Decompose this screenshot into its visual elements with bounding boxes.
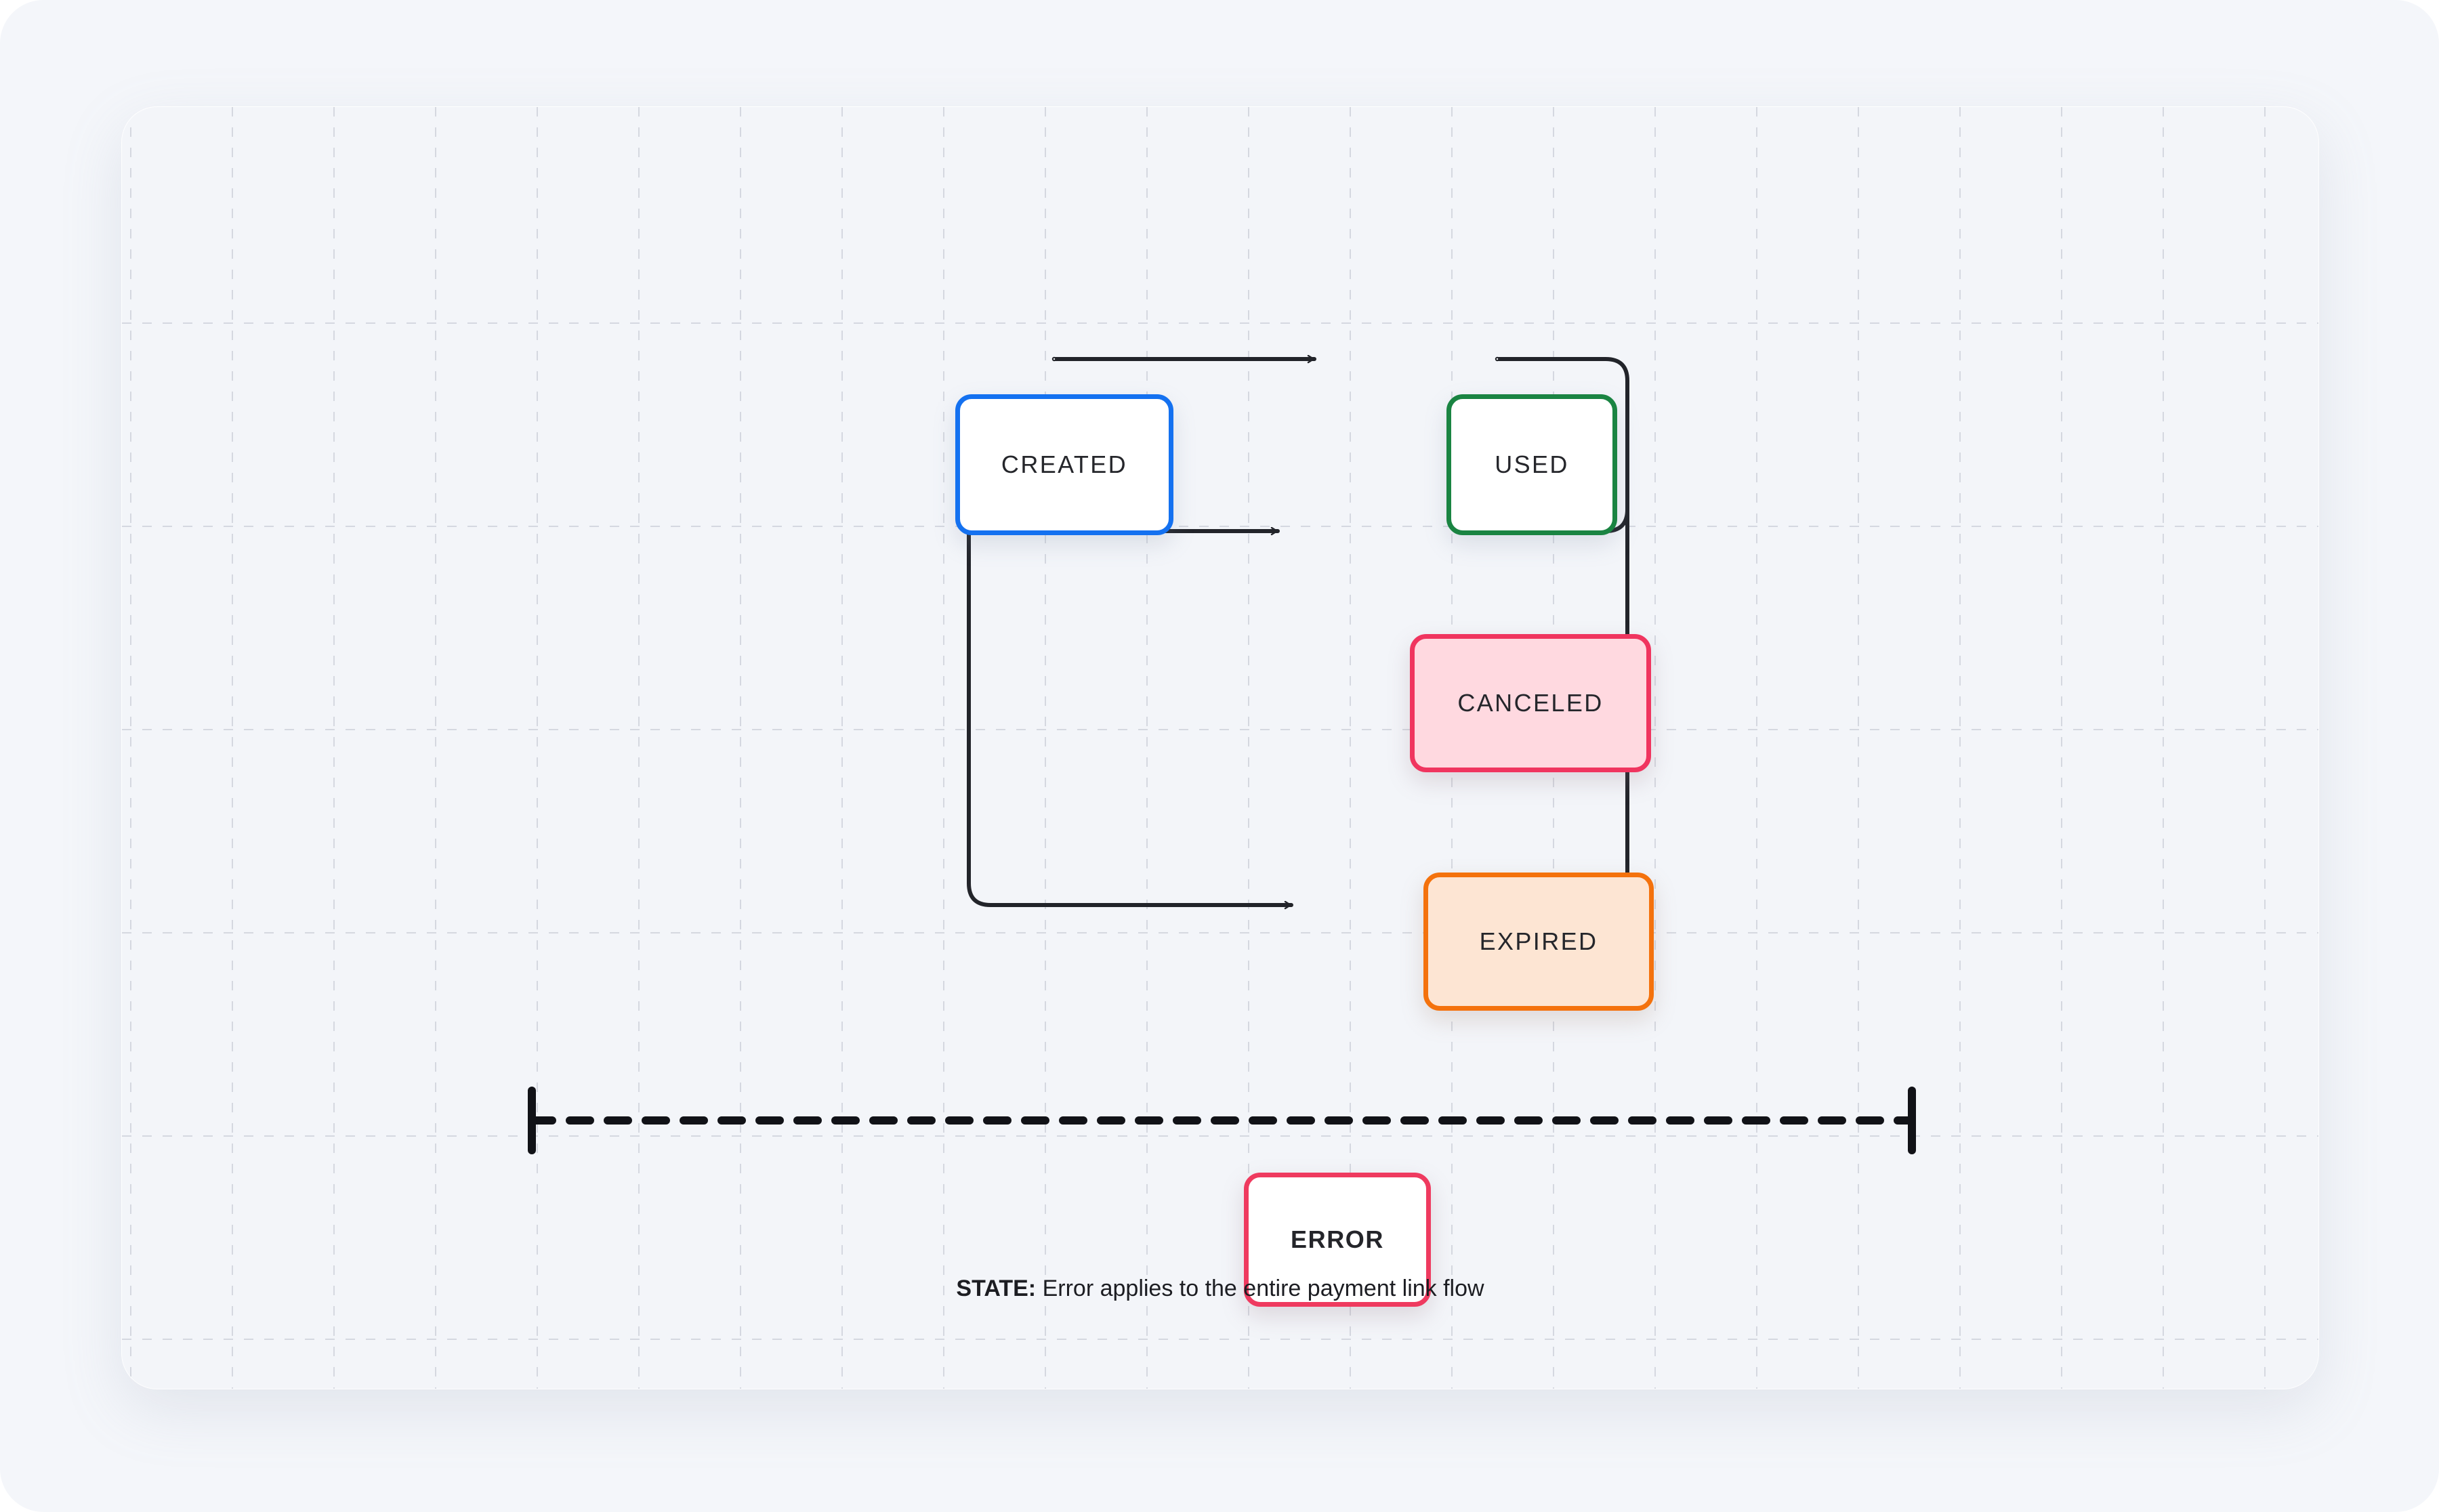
error-span-line: [528, 1087, 1916, 1154]
node-error[interactable]: ERROR: [1244, 1173, 1431, 1307]
edge-layer: [528, 107, 1916, 1154]
edge-created-expired: [967, 430, 1293, 905]
caption-value: Error applies to the entire payment link…: [1036, 1276, 1484, 1301]
node-error-label: ERROR: [1290, 1225, 1384, 1253]
edge-used-canceled: [1497, 359, 1629, 531]
node-used[interactable]: USED: [1446, 394, 1617, 535]
diagram-caption: STATE: Error applies to the entire payme…: [122, 1276, 2318, 1302]
node-used-label: USED: [1495, 450, 1569, 478]
node-canceled-label: CANCELED: [1457, 689, 1604, 717]
node-created-label: CREATED: [1001, 450, 1128, 478]
node-expired[interactable]: EXPIRED: [1423, 873, 1654, 1011]
node-canceled[interactable]: CANCELED: [1410, 634, 1651, 772]
diagram-canvas[interactable]: CREATED USED CANCELED EXPIRED ERROR STAT…: [122, 107, 2318, 1389]
node-expired-label: EXPIRED: [1479, 927, 1598, 955]
caption-key: STATE:: [956, 1276, 1037, 1301]
node-created[interactable]: CREATED: [955, 394, 1173, 535]
